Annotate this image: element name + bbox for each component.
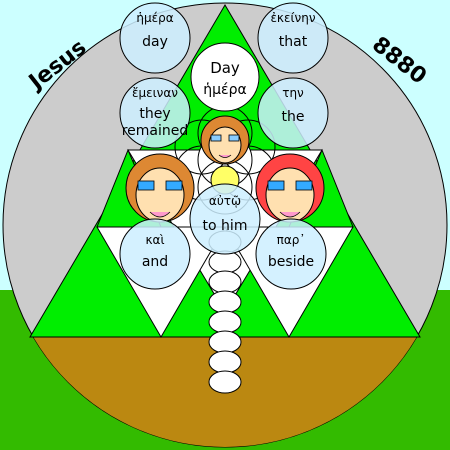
word-bubble: την the [257, 77, 329, 149]
center-bubble [190, 42, 260, 112]
bubble-english-line2: remained [122, 123, 189, 139]
bubble-greek: την [282, 86, 304, 100]
bubble-greek: καὶ [145, 233, 164, 247]
bubble-greek: ἐκείνην [270, 11, 315, 25]
bubble-english: and [142, 254, 168, 270]
face-right [255, 153, 325, 223]
word-bubble: καὶ and [119, 218, 191, 290]
bubble-english-line1: they [139, 106, 170, 122]
bubble-english: day [142, 34, 168, 50]
word-bubble: παρ᾽ beside [255, 218, 327, 290]
bubble-english: to him [203, 218, 248, 234]
face-top [200, 115, 250, 165]
word-bubble: ἐκείνην that [257, 2, 329, 74]
center-greek: ἡμέρα [203, 82, 246, 98]
center-english: Day [210, 59, 240, 77]
face-left [125, 153, 195, 223]
bubble-greek: παρ᾽ [277, 233, 306, 247]
bubble-greek: ἔμειναν [132, 86, 178, 100]
bubble-english: that [279, 34, 308, 50]
bubble-english: the [282, 109, 305, 125]
word-bubble: ἡμέρα day [119, 2, 191, 74]
bubble-greek: αὐτῷ [209, 194, 241, 208]
bubble-greek: ἡμέρα [136, 11, 173, 25]
word-bubble: ἔμειναν they remained [119, 77, 191, 149]
word-bubble: αὐτῷ to him [189, 183, 261, 255]
bubble-english: beside [268, 254, 314, 270]
